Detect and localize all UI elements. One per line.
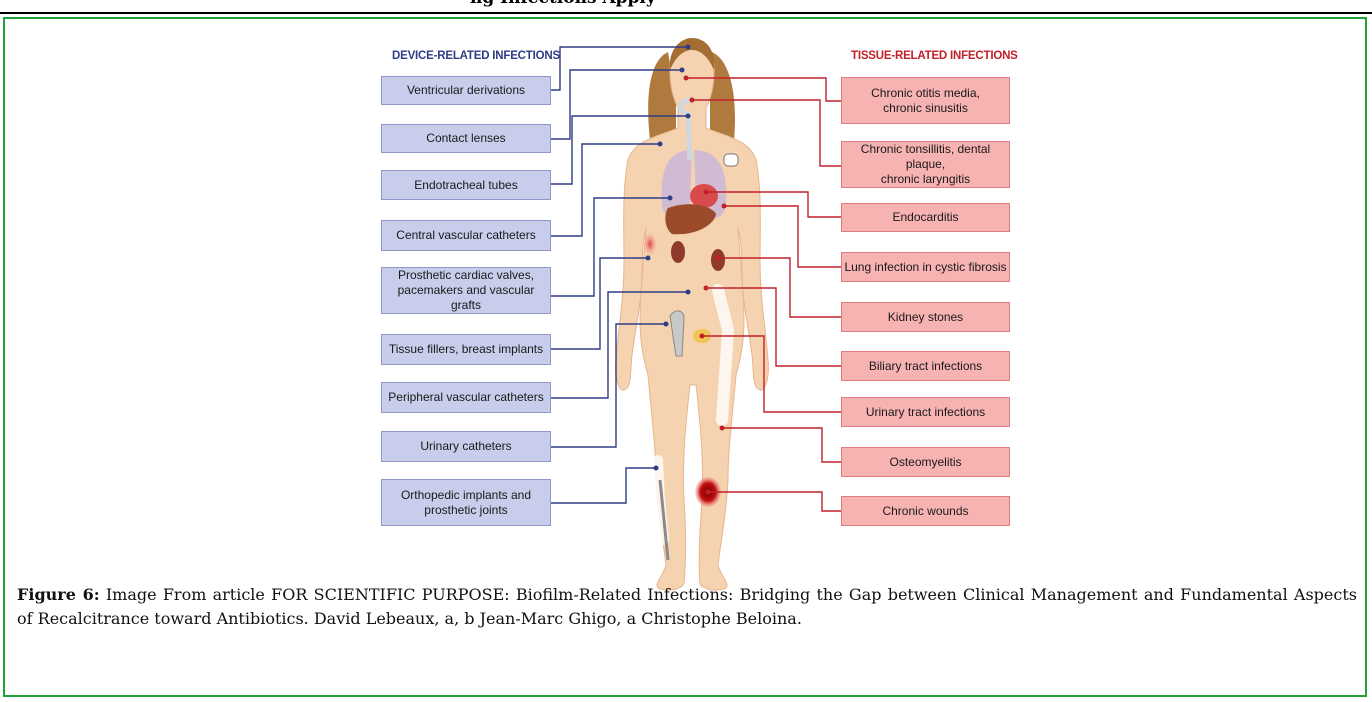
device-box-urinary-catheters: Urinary catheters [381, 431, 551, 462]
tissue-infections-heading: TISSUE-RELATED INFECTIONS [851, 50, 1018, 62]
tissue-box-tonsillitis-dental-plaque: Chronic tonsillitis, dental plaque, chro… [841, 141, 1010, 188]
heart [690, 184, 718, 208]
pacemaker [724, 154, 738, 166]
tissue-box-otitis-sinusitis: Chronic otitis media, chronic sinusitis [841, 77, 1010, 124]
figure-caption-text: Image From article FOR SCIENTIFIC PURPOS… [17, 585, 1357, 628]
device-box-central-vascular-catheters: Central vascular catheters [381, 220, 551, 251]
device-box-prosthetic-cardiac-valves: Prosthetic cardiac valves, pacemakers an… [381, 267, 551, 314]
kidney-left [671, 241, 685, 263]
device-box-endotracheal-tubes: Endotracheal tubes [381, 170, 551, 200]
device-box-orthopedic-implants: Orthopedic implants and prosthetic joint… [381, 479, 551, 526]
figure-caption-label: Figure 6: [17, 585, 100, 604]
tissue-box-kidney-stones: Kidney stones [841, 302, 1010, 332]
arm-skin-lesion [642, 230, 658, 258]
tissue-box-osteomyelitis: Osteomyelitis [841, 447, 1010, 477]
tissue-box-urinary-tract: Urinary tract infections [841, 397, 1010, 427]
figure-caption: Figure 6: Image From article FOR SCIENTI… [17, 583, 1357, 631]
tissue-box-chronic-wounds: Chronic wounds [841, 496, 1010, 526]
device-box-contact-lenses: Contact lenses [381, 124, 551, 153]
tissue-box-biliary-tract: Biliary tract infections [841, 351, 1010, 381]
device-box-ventricular-derivations: Ventricular derivations [381, 76, 551, 105]
tissue-box-endocarditis: Endocarditis [841, 203, 1010, 232]
device-infections-heading: DEVICE-RELATED INFECTIONS [392, 50, 560, 62]
body-silhouette [616, 40, 769, 590]
tissue-box-lung-infection: Lung infection in cystic fibrosis [841, 252, 1010, 282]
device-box-tissue-fillers: Tissue fillers, breast implants [381, 334, 551, 365]
device-box-peripheral-vascular-catheters: Peripheral vascular catheters [381, 382, 551, 413]
